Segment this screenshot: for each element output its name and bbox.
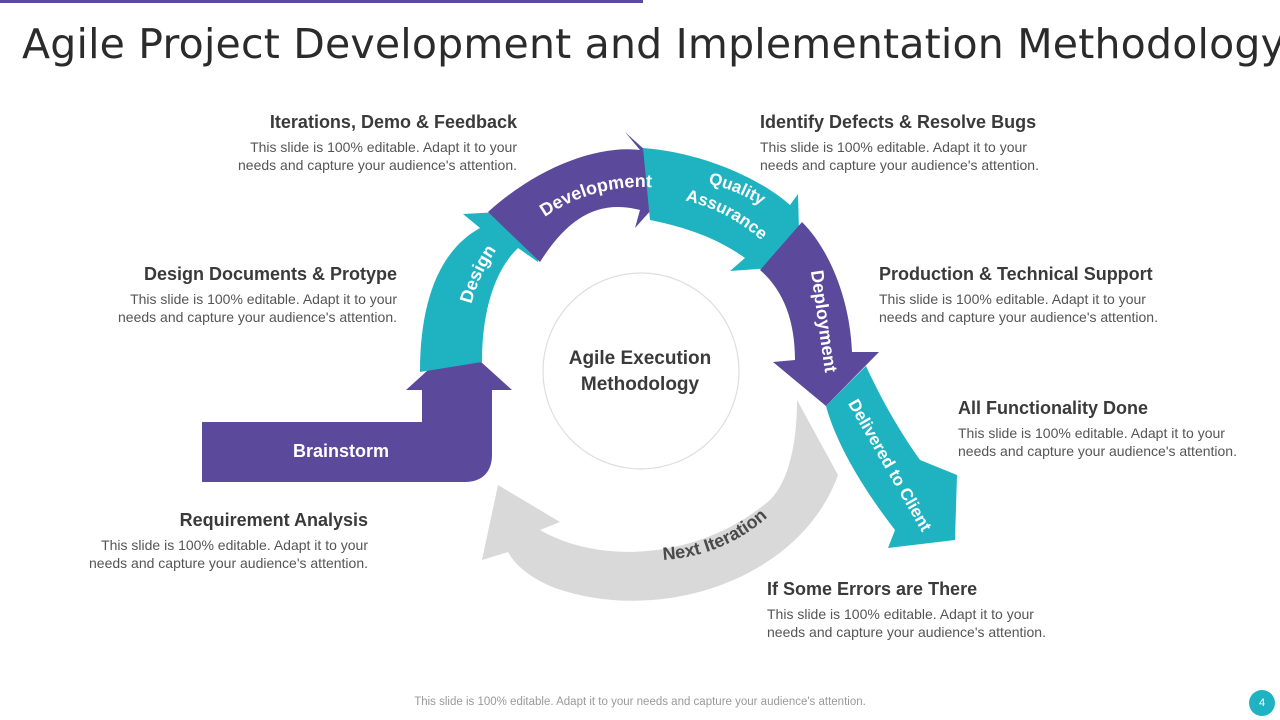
block-design-docs: Design Documents & Protype This slide is… — [97, 264, 397, 326]
block-body: This slide is 100% editable. Adapt it to… — [118, 291, 397, 325]
center-circle — [542, 272, 740, 470]
top-accent-bar — [0, 0, 643, 3]
block-body: This slide is 100% editable. Adapt it to… — [958, 425, 1237, 459]
next-iteration-arrow — [482, 400, 838, 601]
block-heading: Requirement Analysis — [179, 510, 368, 530]
center-label-line2: Methodology — [581, 374, 700, 395]
design-arrow — [420, 210, 538, 372]
block-heading: Design Documents & Protype — [143, 264, 397, 284]
block-heading: Production & Technical Support — [879, 264, 1153, 284]
block-heading: Identify Defects & Resolve Bugs — [760, 112, 1037, 132]
block-errors: If Some Errors are There This slide is 1… — [767, 579, 1067, 641]
block-body: This slide is 100% editable. Adapt it to… — [89, 537, 368, 571]
page-number-badge: 4 — [1249, 690, 1275, 716]
block-requirement: Requirement Analysis This slide is 100% … — [68, 510, 368, 572]
block-heading: All Functionality Done — [958, 398, 1149, 418]
deployment-arrow — [760, 222, 879, 406]
block-heading: Iterations, Demo & Feedback — [269, 112, 517, 132]
block-body: This slide is 100% editable. Adapt it to… — [760, 139, 1039, 173]
stage-label-brainstorm: Brainstorm — [293, 441, 389, 461]
footer-note: This slide is 100% editable. Adapt it to… — [414, 696, 866, 708]
delivered-arrow — [826, 366, 957, 548]
development-arrow — [488, 132, 678, 262]
block-defects: Identify Defects & Resolve Bugs This sli… — [760, 112, 1060, 174]
brainstorm-arrow — [202, 342, 512, 482]
center-label-line1: Agile Execution — [569, 348, 712, 369]
quality-assurance-arrow — [643, 148, 800, 271]
slide-title: Agile Project Development and Implementa… — [22, 20, 1280, 68]
block-iterations: Iterations, Demo & Feedback This slide i… — [217, 112, 517, 174]
block-functionality: All Functionality Done This slide is 100… — [958, 398, 1258, 460]
block-body: This slide is 100% editable. Adapt it to… — [767, 606, 1046, 640]
block-body: This slide is 100% editable. Adapt it to… — [879, 291, 1158, 325]
block-body: This slide is 100% editable. Adapt it to… — [238, 139, 517, 173]
block-production: Production & Technical Support This slid… — [879, 264, 1179, 326]
block-heading: If Some Errors are There — [767, 579, 978, 599]
